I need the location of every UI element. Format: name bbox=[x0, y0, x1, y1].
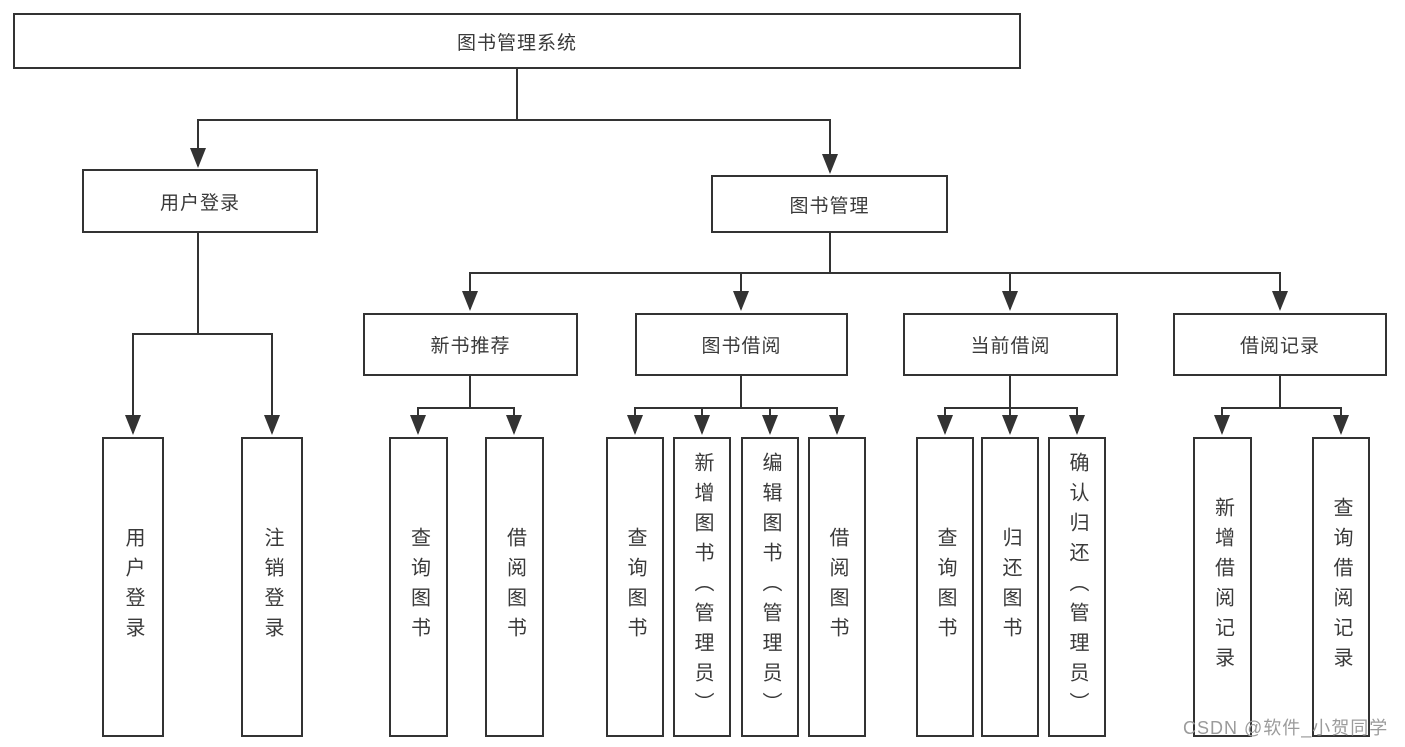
node-library-system: 图书管理系统 bbox=[13, 13, 1021, 69]
node-leaf-return-book: 归还图书 bbox=[981, 437, 1039, 737]
node-label: 借阅图书 bbox=[826, 527, 848, 647]
node-leaf-query-books-2: 查询图书 bbox=[606, 437, 664, 737]
node-label: 归还图书 bbox=[999, 527, 1021, 647]
node-label: 编辑图书（管理员） bbox=[759, 452, 781, 722]
connector-borrow-records-trunk bbox=[1222, 376, 1342, 409]
connector-root-trunk bbox=[197, 69, 831, 121]
connector-book-borrow-trunk bbox=[635, 376, 838, 409]
node-leaf-logout: 注销登录 bbox=[241, 437, 303, 737]
node-label: 图书管理系统 bbox=[456, 32, 577, 54]
node-leaf-edit-book-admin: 编辑图书（管理员） bbox=[741, 437, 799, 737]
node-label: 当前借阅 bbox=[970, 336, 1051, 357]
node-label: 借阅记录 bbox=[1239, 336, 1320, 357]
connector-current-borrow-trunk bbox=[944, 376, 1078, 409]
node-label: 图书借阅 bbox=[701, 336, 782, 357]
node-label: 图书管理 bbox=[789, 195, 870, 217]
node-label: 新增借阅记录 bbox=[1211, 497, 1234, 677]
node-label: 查询图书 bbox=[624, 527, 646, 647]
node-leaf-borrow-books-1: 借阅图书 bbox=[485, 437, 544, 737]
connector-user-login-trunk bbox=[132, 233, 273, 335]
node-leaf-add-book-admin: 新增图书（管理员） bbox=[673, 437, 731, 737]
node-new-book-recommend: 新书推荐 bbox=[363, 313, 578, 376]
node-current-borrow: 当前借阅 bbox=[903, 313, 1118, 376]
node-user-login: 用户登录 bbox=[82, 169, 318, 233]
csdn-watermark: CSDN @软件_小贺同学 bbox=[1183, 718, 1389, 738]
node-label: 确认归还（管理员） bbox=[1066, 452, 1088, 722]
node-borrow-records: 借阅记录 bbox=[1173, 313, 1387, 376]
connector-new-book-trunk bbox=[417, 376, 515, 409]
node-leaf-user-login: 用户登录 bbox=[102, 437, 164, 737]
node-book-management: 图书管理 bbox=[711, 175, 948, 233]
node-leaf-query-books-1: 查询图书 bbox=[389, 437, 448, 737]
node-label: 查询借阅记录 bbox=[1330, 497, 1352, 677]
node-leaf-query-books-3: 查询图书 bbox=[916, 437, 974, 737]
node-label: 借阅图书 bbox=[503, 527, 526, 647]
node-label: 新书推荐 bbox=[430, 336, 511, 357]
node-label: 注销登录 bbox=[261, 527, 283, 647]
node-book-borrow: 图书借阅 bbox=[635, 313, 848, 376]
node-label: 新增图书（管理员） bbox=[691, 452, 713, 722]
node-leaf-add-borrow-record: 新增借阅记录 bbox=[1193, 437, 1252, 737]
node-label: 查询图书 bbox=[407, 527, 430, 647]
node-leaf-confirm-return-admin: 确认归还（管理员） bbox=[1048, 437, 1106, 737]
node-label: 查询图书 bbox=[934, 527, 956, 647]
node-label: 用户登录 bbox=[159, 192, 240, 214]
node-leaf-borrow-books-2: 借阅图书 bbox=[808, 437, 866, 737]
connector-book-management-trunk bbox=[469, 233, 1281, 274]
node-label: 用户登录 bbox=[122, 527, 144, 647]
node-leaf-query-borrow-record: 查询借阅记录 bbox=[1312, 437, 1370, 737]
